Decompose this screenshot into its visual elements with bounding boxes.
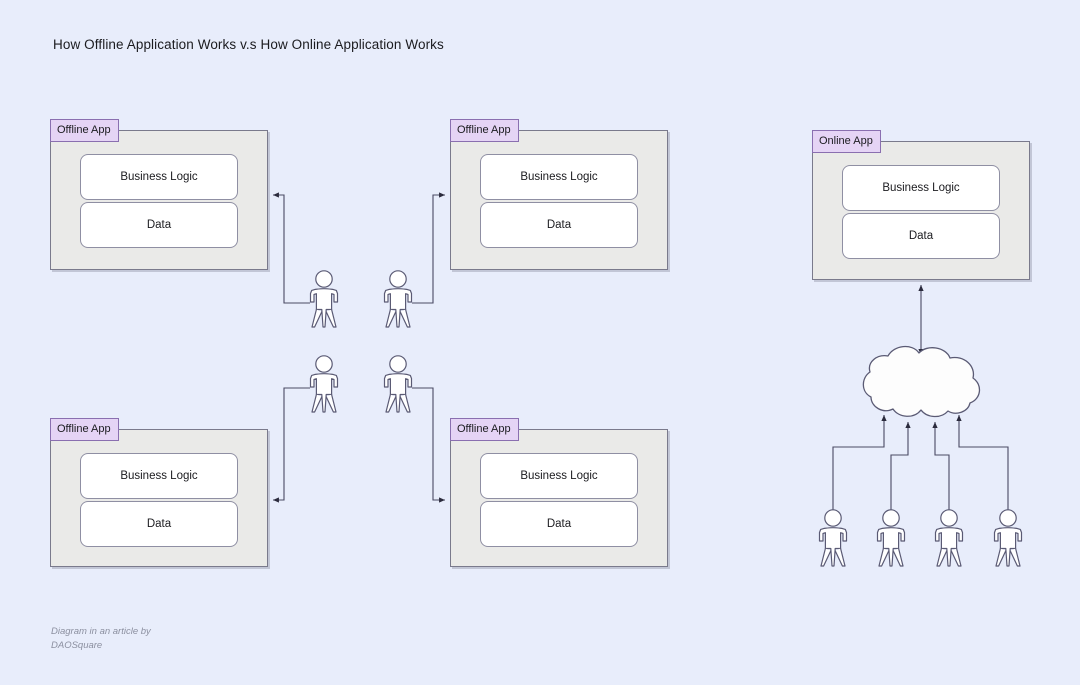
app-layer-data: Data bbox=[80, 501, 238, 547]
app-box-online[interactable]: Online App Business Logic Data bbox=[812, 130, 1030, 280]
app-layer-business-logic: Business Logic bbox=[480, 154, 638, 200]
app-box-offline-bottom-left[interactable]: Offline App Business Logic Data bbox=[50, 418, 268, 567]
app-layer-data: Data bbox=[480, 202, 638, 248]
actor-offline-2[interactable] bbox=[383, 270, 413, 328]
app-label-offline-bottom-right: Offline App bbox=[450, 418, 519, 441]
connector-cloud-to-actor-online-1 bbox=[830, 415, 887, 518]
app-box-offline-top-right[interactable]: Offline App Business Logic Data bbox=[450, 119, 668, 270]
actor-offline-4[interactable] bbox=[383, 355, 413, 413]
app-label-offline-top-left: Offline App bbox=[50, 119, 119, 142]
actor-online-4[interactable] bbox=[993, 509, 1023, 567]
actor-online-3[interactable] bbox=[934, 509, 964, 567]
connector-actor3-to-offline-bottom-left bbox=[273, 387, 310, 503]
diagram-credit: Diagram in an article by DAOSquare bbox=[51, 626, 151, 651]
app-layer-business-logic: Business Logic bbox=[842, 165, 1000, 211]
app-layer-data: Data bbox=[842, 213, 1000, 259]
app-layer-data: Data bbox=[80, 202, 238, 248]
actor-online-1[interactable] bbox=[818, 509, 848, 567]
app-layer-data: Data bbox=[480, 501, 638, 547]
connector-actor4-to-offline-bottom-right bbox=[412, 387, 445, 503]
diagram-title: How Offline Application Works v.s How On… bbox=[53, 37, 444, 52]
connector-cloud-to-actor-online-2 bbox=[888, 422, 911, 518]
app-box-offline-top-left[interactable]: Offline App Business Logic Data bbox=[50, 119, 268, 270]
connector-cloud-to-actor-online-4 bbox=[956, 415, 1011, 518]
app-label-offline-bottom-left: Offline App bbox=[50, 418, 119, 441]
actor-offline-3[interactable] bbox=[309, 355, 339, 413]
app-label-online: Online App bbox=[812, 130, 881, 153]
actor-online-2[interactable] bbox=[876, 509, 906, 567]
network-cloud-icon bbox=[862, 345, 981, 418]
app-layer-business-logic: Business Logic bbox=[80, 154, 238, 200]
app-label-offline-top-right: Offline App bbox=[450, 119, 519, 142]
app-box-offline-bottom-right[interactable]: Offline App Business Logic Data bbox=[450, 418, 668, 567]
app-layer-business-logic: Business Logic bbox=[80, 453, 238, 499]
connector-actor2-to-offline-top-right bbox=[412, 192, 445, 304]
connector-cloud-to-actor-online-3 bbox=[932, 422, 952, 518]
app-layer-business-logic: Business Logic bbox=[480, 453, 638, 499]
connector-actor1-to-offline-top-left bbox=[273, 192, 310, 304]
actor-offline-1[interactable] bbox=[309, 270, 339, 328]
